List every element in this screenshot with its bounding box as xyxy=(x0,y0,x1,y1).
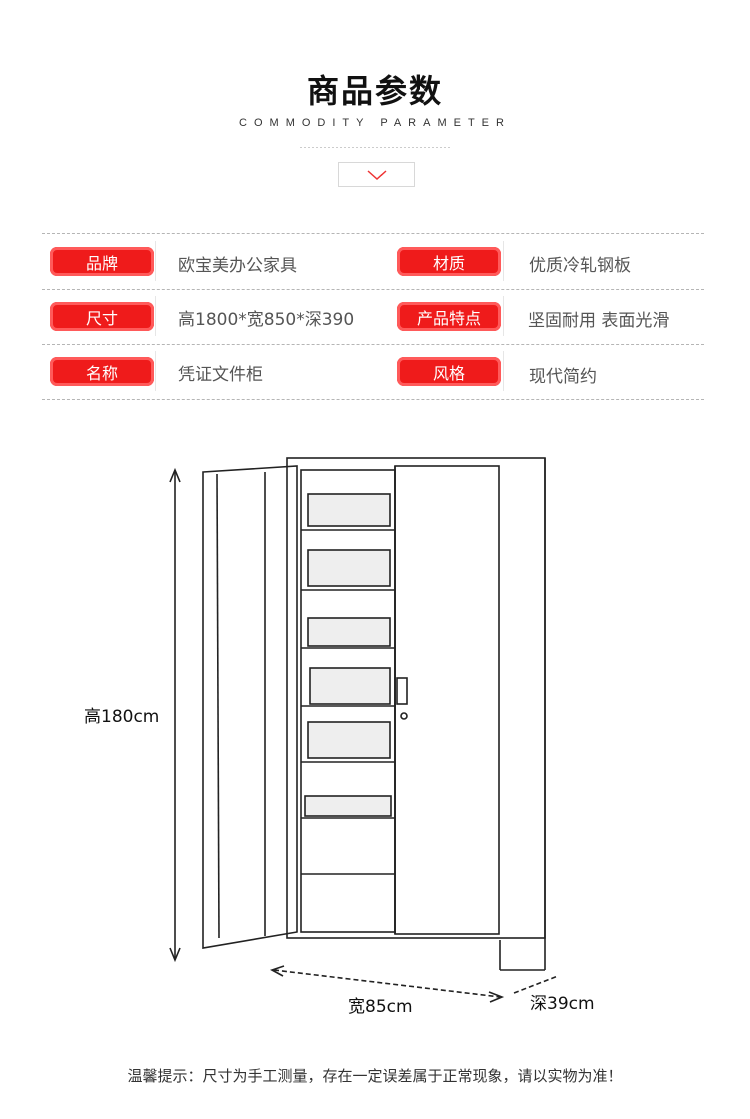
param-label-size: 尺寸 xyxy=(50,302,154,331)
cell-divider xyxy=(155,351,156,391)
param-label-name: 名称 xyxy=(50,357,154,386)
param-value-name: 凭证文件柜 xyxy=(178,365,263,385)
param-value-material: 优质冷轧钢板 xyxy=(529,256,631,276)
cell-divider xyxy=(503,241,504,281)
param-value-size: 高1800*宽850*深390 xyxy=(178,310,355,330)
depth-dimension: 深39cm xyxy=(530,994,595,1014)
page-title: 商品参数 xyxy=(306,72,443,110)
cell-divider xyxy=(155,241,156,281)
expand-button[interactable] xyxy=(338,162,415,187)
table-divider xyxy=(42,399,704,400)
disclaimer-note: 温馨提示：尺寸为手工测量，存在一定误差属于正常现象，请以实物为准！ xyxy=(127,1067,623,1085)
param-label-material: 材质 xyxy=(397,247,501,276)
table-divider xyxy=(42,233,704,234)
table-divider xyxy=(42,344,704,345)
cell-divider xyxy=(503,296,504,336)
param-value-brand: 欧宝美办公家具 xyxy=(178,256,297,276)
chevron-down-icon xyxy=(367,169,386,180)
param-label-brand: 品牌 xyxy=(50,247,154,276)
page-subtitle: COMMODITY PARAMETER xyxy=(239,117,511,129)
param-label-feature: 产品特点 xyxy=(397,302,501,331)
cell-divider xyxy=(155,296,156,336)
param-value-style: 现代简约 xyxy=(529,367,597,387)
width-dimension: 宽85cm xyxy=(348,997,413,1017)
decorative-divider xyxy=(300,147,450,148)
cabinet-illustration xyxy=(169,457,559,1003)
param-label-style: 风格 xyxy=(397,357,501,386)
param-value-feature: 坚固耐用 表面光滑 xyxy=(528,311,670,331)
table-divider xyxy=(42,289,704,290)
height-dimension: 高180cm xyxy=(84,707,160,727)
cell-divider xyxy=(503,351,504,391)
